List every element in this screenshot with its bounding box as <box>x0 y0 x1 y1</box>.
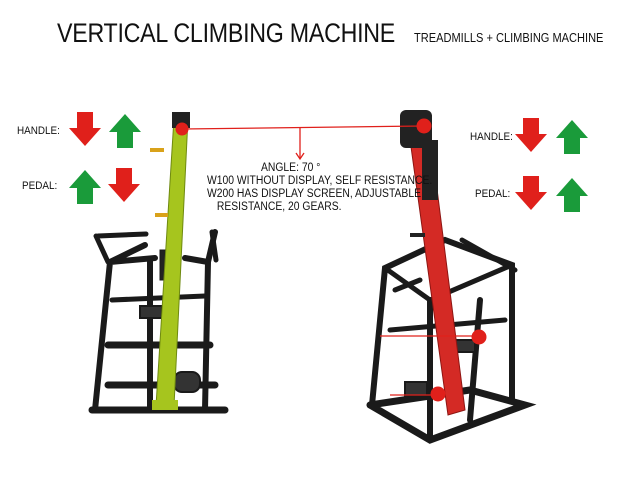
w100-text: W100 WITHOUT DISPLAY, SELF RESISTANCE. <box>207 175 433 187</box>
angle-annotation <box>175 118 487 402</box>
pedal-right-down-arrow-icon <box>515 176 547 210</box>
pedal-marker-upper <box>471 329 487 345</box>
w200-text: W200 HAS DISPLAY SCREEN, ADJUSTABLE <box>207 188 421 200</box>
pedal-left-up-arrow-icon <box>69 170 101 204</box>
spec-note: ANGLE: 70 ° W100 WITHOUT DISPLAY, SELF R… <box>207 162 432 214</box>
pedal-left-down-arrow-icon <box>108 168 140 202</box>
handle-left-down-arrow-icon <box>69 112 101 146</box>
pedal-marker-lower <box>430 386 446 402</box>
right-pedal-label: PEDAL: <box>475 188 511 200</box>
w200-text-cont: RESISTANCE, 20 GEARS. <box>216 201 342 213</box>
right-red-column <box>400 110 466 416</box>
handle-right-up-arrow-icon <box>556 120 588 154</box>
right-handle-label: HANDLE: <box>470 131 513 143</box>
left-pedal-label: PEDAL: <box>22 180 58 192</box>
page-title: VERTICAL CLIMBING MACHINE <box>57 18 396 48</box>
handle-right-down-arrow-icon <box>515 118 547 152</box>
left-handle-label: HANDLE: <box>17 125 60 137</box>
pedal-right-up-arrow-icon <box>556 178 588 212</box>
handle-marker-right <box>416 118 432 134</box>
left-climbing-machine <box>88 229 229 414</box>
handle-marker-left <box>175 122 189 136</box>
page-subtitle: TREADMILLS + CLIMBING MACHINE <box>414 30 604 45</box>
handle-left-up-arrow-icon <box>109 114 141 148</box>
angle-text: ANGLE: 70 ° <box>261 162 321 174</box>
left-green-column <box>150 112 190 410</box>
